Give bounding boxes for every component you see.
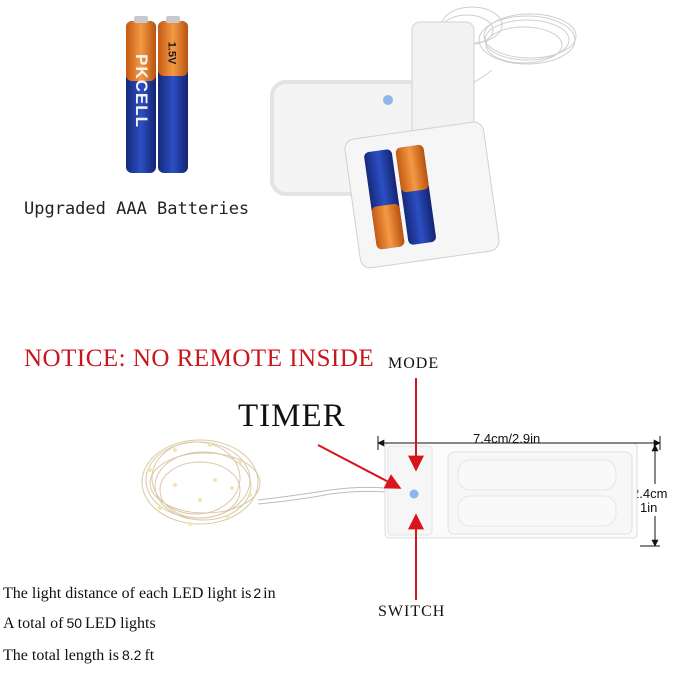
height-dimension-in-label: 1in: [640, 500, 658, 515]
open-battery-box-image: [262, 0, 592, 270]
spec-led-distance-label: The light distance of each LED light is: [3, 585, 252, 602]
spec-total-length-value: 8.2: [121, 647, 142, 663]
battery-pair-graphic: [126, 16, 188, 173]
spec-led-count-value: 50: [66, 615, 83, 631]
timer-label: TIMER: [238, 398, 346, 434]
battery-box-graphic: [270, 6, 577, 269]
mode-button-dot: [409, 489, 419, 499]
mode-label: MODE: [388, 355, 440, 372]
battery-box-top-view: [384, 442, 638, 539]
width-dimension-label: 7.4cm/2.9in: [473, 431, 541, 446]
batteries-caption: Upgraded AAA Batteries: [24, 199, 250, 219]
height-dimension-cm-label: 2.4cm: [632, 486, 668, 501]
spec-total-length-label: The total length is: [3, 647, 119, 664]
loose-batteries-image: PKCELL 1.5V: [100, 15, 210, 180]
switch-label: SWITCH: [378, 603, 446, 620]
spec-led-distance-unit: in: [263, 585, 276, 602]
timer-arrow: [317, 444, 402, 489]
spec-led-distance-value: 2: [253, 585, 262, 601]
spec-led-count-label: A total of: [3, 615, 64, 632]
led-string-coil: [141, 439, 386, 525]
spec-total-length-unit: ft: [144, 647, 155, 664]
spec-led-count-suffix: LED lights: [85, 615, 156, 632]
notice-text: NOTICE: NO REMOTE INSIDE: [24, 345, 375, 372]
